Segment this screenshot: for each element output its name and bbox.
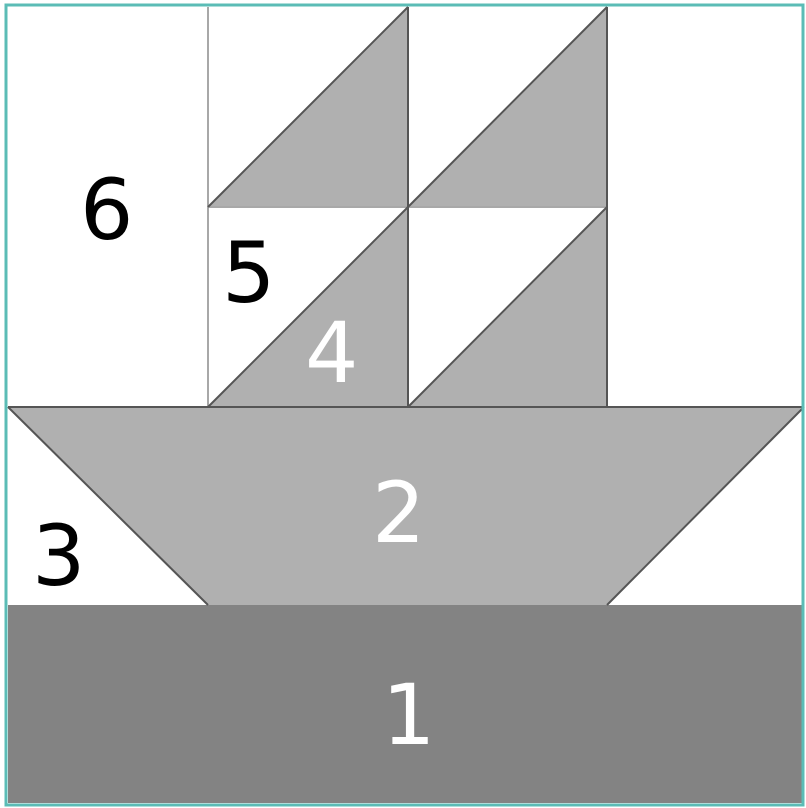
piece-label-6: 6 — [80, 161, 133, 259]
piece-label-2: 2 — [372, 464, 425, 562]
piece-label-4: 4 — [305, 304, 358, 402]
piece-label-1: 1 — [382, 666, 435, 764]
piece-label-5: 5 — [222, 224, 275, 322]
piece-label-3: 3 — [32, 507, 85, 605]
